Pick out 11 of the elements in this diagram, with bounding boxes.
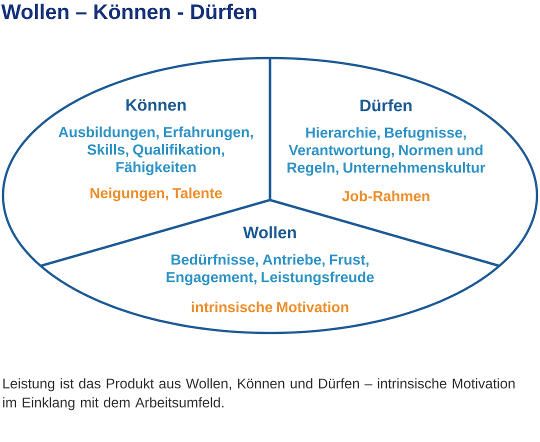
- highlight-text: Neigungen, Talente: [90, 188, 222, 202]
- highlight-text: Job-Rahmen: [342, 190, 430, 202]
- sector-heading: Können: [126, 99, 186, 111]
- sector-heading: Wollen: [243, 226, 296, 238]
- sector-text: Ausbildungen, Erfahrungen, Skills, Qualifikation, Fähigkeiten: [58, 126, 253, 176]
- highlight-text: intrinsische Motivation: [192, 302, 348, 312]
- sector-text: Bedürfnisse, Antriebe, Frust, Engagement, Leistungsfreude: [166, 254, 374, 286]
- sector-text: Hierarchie, Befugnisse, Verantwortung, Normen und Regeln, Unternehmenskultur: [288, 127, 486, 176]
- caption: Leistung ist das Produkt aus Wollen, Können und Dürfen – intrinsische Motivation im Einklang mit dem Arbeitsumfeld.: [3, 378, 515, 410]
- title: Wollen – Können - Dürfen: [1, 4, 256, 20]
- sector-heading: Dürfen: [360, 99, 412, 112]
